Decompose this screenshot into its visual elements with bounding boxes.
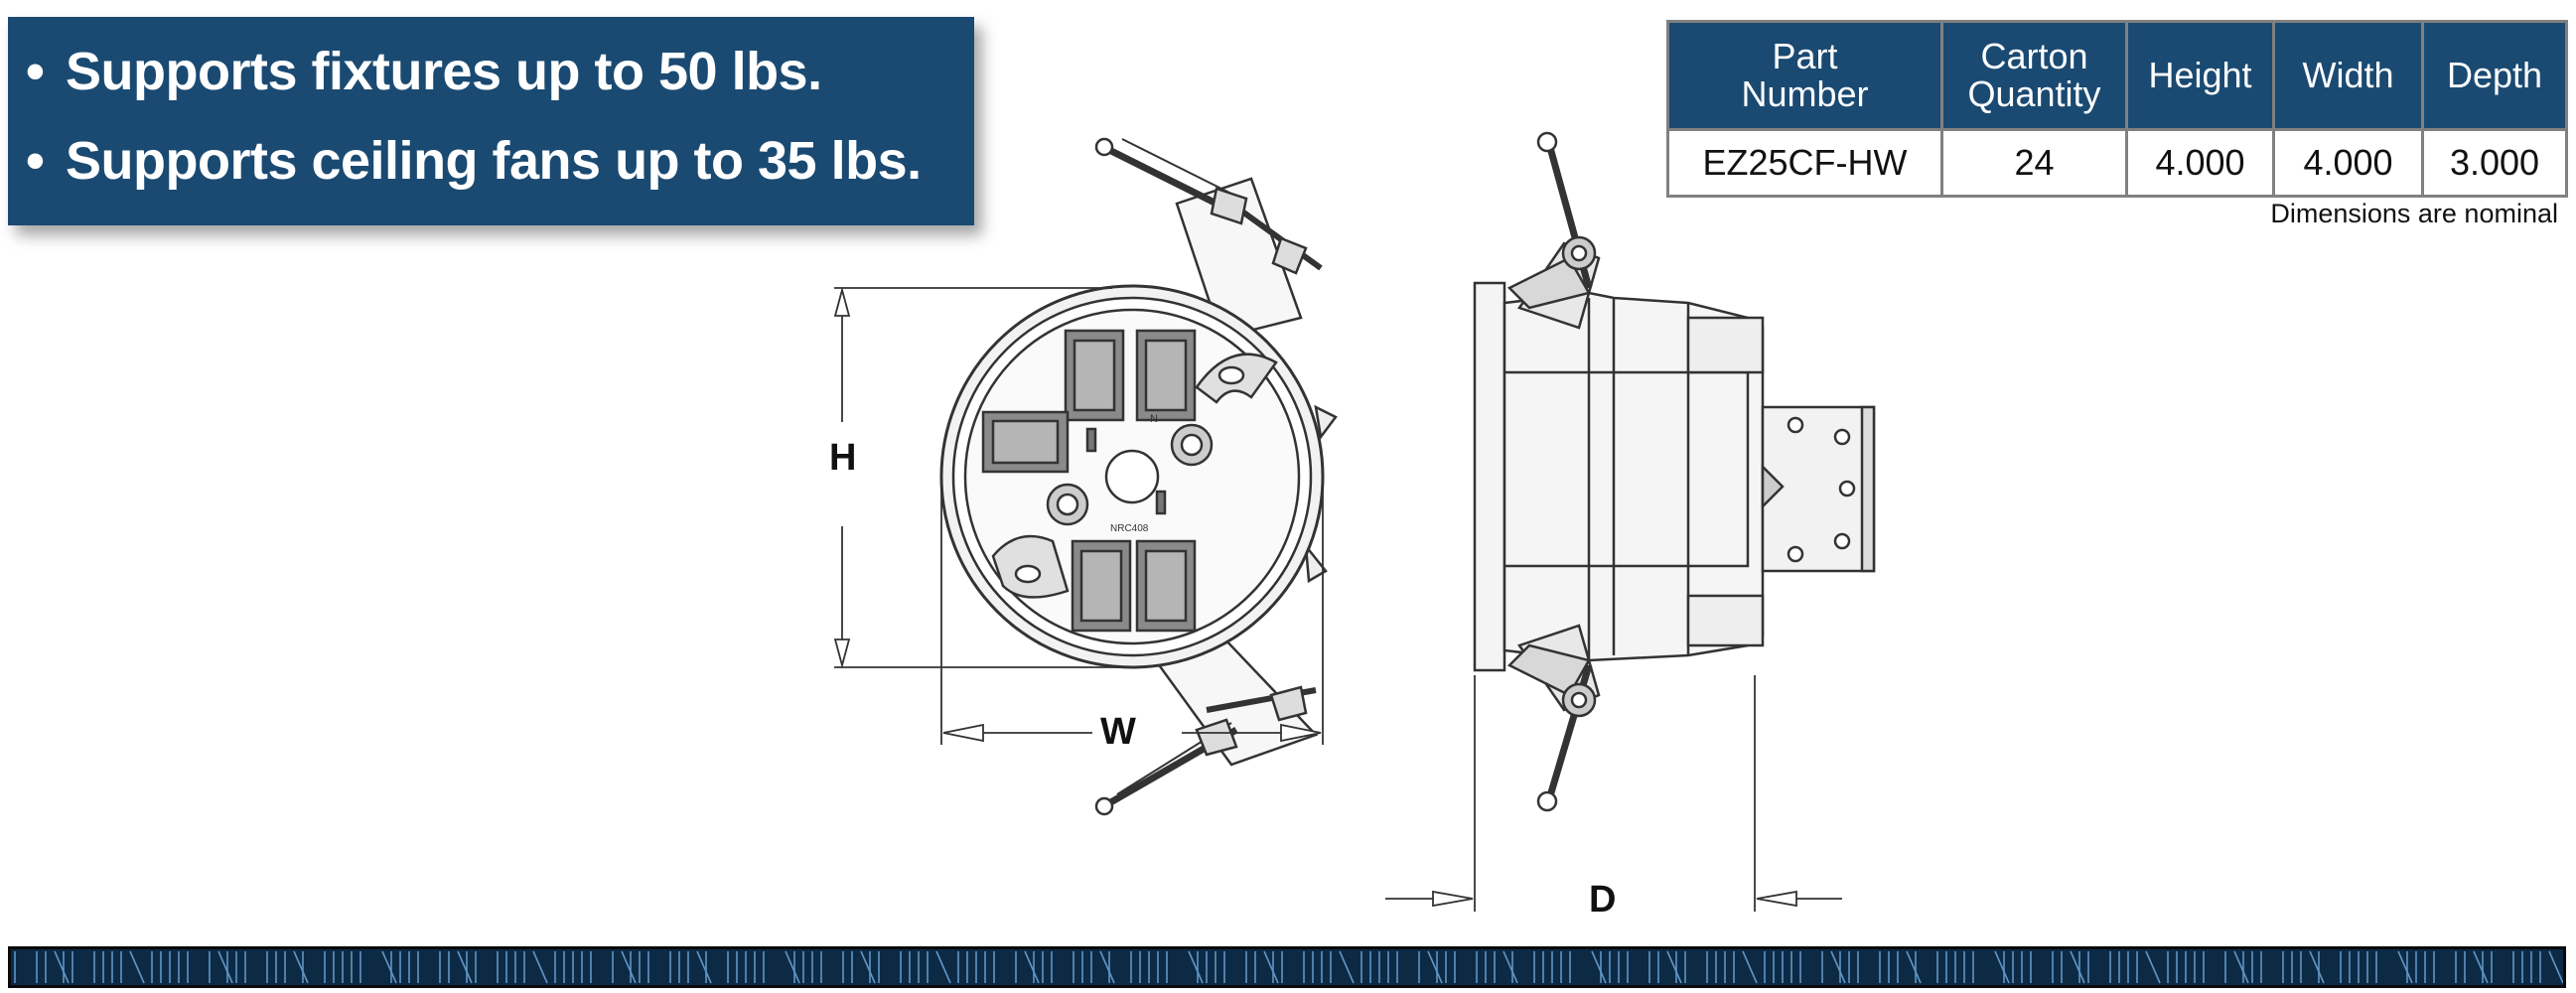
feature-item-fans: • Supports ceiling fans up to 35 lbs. (26, 116, 974, 206)
bullet-icon: • (26, 42, 45, 101)
width-label: W (1100, 711, 1136, 753)
depth-label: D (1589, 879, 1617, 921)
pattern-line (860, 950, 876, 984)
blueprint-pattern (14, 950, 2563, 984)
feature-item-fixtures: • Supports fixtures up to 50 lbs. (26, 27, 974, 116)
screw-boss-upper (1170, 423, 1214, 467)
pattern-line (2145, 950, 2161, 984)
cell-depth: 3.000 (2421, 128, 2568, 198)
feature-text: Supports fixtures up to 50 lbs. (66, 42, 822, 101)
pattern-line (696, 950, 712, 984)
pattern-line (621, 950, 637, 984)
pattern-line (2397, 950, 2413, 984)
side-view (1473, 131, 1876, 812)
pattern-line (1830, 950, 1846, 984)
pattern-line (1906, 950, 1922, 984)
front-view (939, 137, 1338, 816)
pattern-line (1666, 950, 1682, 984)
pattern-line (217, 950, 233, 984)
cell-part-number: EZ25CF-HW (1666, 128, 1943, 198)
pattern-line (1503, 950, 1518, 984)
pattern-line (1263, 950, 1279, 984)
feature-text: Supports ceiling fans up to 35 lbs. (66, 131, 922, 191)
terminal-block-left (981, 410, 1070, 474)
pattern-line (1591, 950, 1607, 984)
cell-width: 4.000 (2272, 128, 2424, 198)
pattern-line (54, 950, 70, 984)
box-stamp: NRC408 (1110, 523, 1149, 534)
dimensions-note: Dimensions are nominal (2270, 199, 2558, 228)
pattern-line (457, 950, 473, 984)
pattern-line (1188, 950, 1204, 984)
pattern-line (2070, 950, 2085, 984)
terminal-mark: N (1150, 413, 1158, 425)
pattern-line (1339, 950, 1355, 984)
bullet-icon: • (26, 131, 45, 191)
pattern-line (2548, 950, 2563, 984)
height-dimension (833, 286, 1132, 669)
terminal-block-lower (1071, 539, 1197, 633)
screw-boss-lower (1046, 483, 1089, 526)
terminal-block-upper (1064, 329, 1197, 422)
pattern-line (785, 950, 800, 984)
features-callout: • Supports fixtures up to 50 lbs. • Suppor… (8, 17, 974, 225)
pattern-line (1994, 950, 2010, 984)
pattern-line (2309, 950, 2325, 984)
pattern-line (2473, 950, 2489, 984)
height-label: H (829, 437, 857, 479)
pattern-line (935, 950, 951, 984)
cell-height: 4.000 (2125, 128, 2275, 198)
pattern-line (381, 950, 397, 984)
table-row: EZ25CF-HW 24 4.000 4.000 3.000 (1666, 128, 2568, 198)
cell-carton-quantity: 24 (1940, 128, 2128, 198)
pattern-line (532, 950, 548, 984)
header-height: Height (2125, 20, 2275, 131)
pattern-line (129, 950, 145, 984)
footer-banner (8, 946, 2566, 988)
pattern-line (2233, 950, 2249, 984)
pattern-line (1099, 950, 1115, 984)
mounting-bracket-top (1094, 137, 1323, 340)
pattern-line (1742, 950, 1758, 984)
pattern-line (293, 950, 309, 984)
width-dimension (940, 477, 1324, 745)
depth-dimension (1385, 675, 1842, 912)
header-width: Width (2272, 20, 2424, 131)
pattern-line (1024, 950, 1040, 984)
pattern-line (1427, 950, 1443, 984)
header-depth: Depth (2421, 20, 2568, 131)
